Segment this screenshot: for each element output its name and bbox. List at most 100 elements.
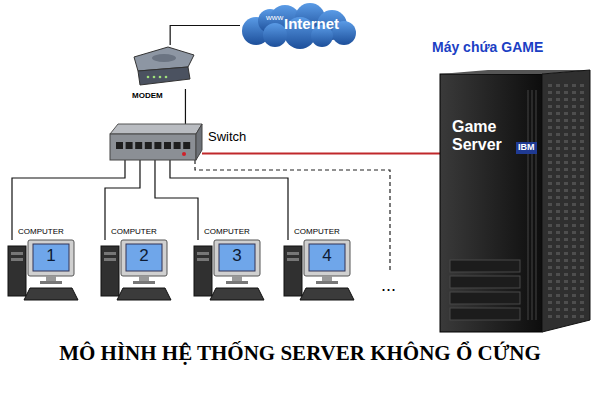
- client-computer: COMPUTER4: [282, 240, 354, 302]
- server-vent: [548, 210, 552, 213]
- server-slot: [532, 90, 533, 320]
- server-vent: [580, 189, 584, 192]
- modem-panel: [152, 54, 176, 62]
- server-vent: [580, 112, 584, 115]
- server-vent: [556, 196, 560, 199]
- server-vent: [548, 98, 552, 101]
- server-front: [440, 74, 542, 332]
- server-vent: [548, 112, 552, 115]
- diagram-title: MÔ HÌNH HỆ THỐNG SERVER KHÔNG Ổ CỨNG: [0, 342, 600, 365]
- server-vent: [564, 126, 568, 129]
- server-vent: [548, 203, 552, 206]
- server-vent: [572, 287, 576, 290]
- server-vent: [572, 175, 576, 178]
- switch-top: [110, 124, 202, 134]
- server-vent: [572, 245, 576, 248]
- drive-bay: [450, 276, 520, 288]
- server-vent: [572, 189, 576, 192]
- server-vent: [572, 161, 576, 164]
- server-vent: [564, 266, 568, 269]
- server-vent: [580, 182, 584, 185]
- cloud-puff: [263, 23, 287, 47]
- server-vent: [572, 273, 576, 276]
- server-vent: [580, 161, 584, 164]
- keyboard: [210, 288, 264, 300]
- server-vent: [548, 161, 552, 164]
- pc-drive: [104, 258, 116, 261]
- server-vent: [580, 245, 584, 248]
- monitor-base: [40, 281, 62, 284]
- server-vent: [548, 308, 552, 311]
- server-vent: [580, 154, 584, 157]
- server-vent: [580, 168, 584, 171]
- pc-tower: [8, 246, 26, 296]
- computer-number: 4: [309, 247, 345, 266]
- server-vent: [580, 294, 584, 297]
- server-vent: [556, 119, 560, 122]
- monitor-screen: [33, 244, 69, 271]
- server-vent: [564, 98, 568, 101]
- server-vent: [556, 182, 560, 185]
- server-vent: [572, 224, 576, 227]
- modem-light: [165, 76, 168, 79]
- monitor-screen: [309, 244, 345, 271]
- server-vent: [564, 182, 568, 185]
- server-vent: [548, 182, 552, 185]
- keyboard: [117, 288, 171, 300]
- server-heading: Máy chứa GAME: [432, 40, 543, 55]
- node-outline: [110, 124, 202, 160]
- server-vent: [572, 112, 576, 115]
- drive-bay: [450, 260, 520, 272]
- switch-side: [196, 124, 202, 160]
- server-vent: [580, 217, 584, 220]
- server-vent: [548, 140, 552, 143]
- server-vent: [548, 91, 552, 94]
- server-vent: [580, 252, 584, 255]
- server-vent: [556, 252, 560, 255]
- server-vent: [548, 168, 552, 171]
- monitor-base: [226, 281, 248, 284]
- network-switch: Switch: [110, 124, 202, 160]
- server-vent: [564, 140, 568, 143]
- server-vent: [580, 119, 584, 122]
- game-server: Máy chứa GAMEGame Server: [440, 70, 590, 332]
- server-vent: [564, 210, 568, 213]
- server-vent: [572, 133, 576, 136]
- pc-tower: [194, 246, 212, 296]
- server-vent: [548, 175, 552, 178]
- server-vent: [580, 301, 584, 304]
- server-vent: [564, 203, 568, 206]
- server-vent: [564, 308, 568, 311]
- server-vent: [580, 140, 584, 143]
- server-vent: [564, 154, 568, 157]
- server-vent: [556, 168, 560, 171]
- server-vent: [580, 126, 584, 129]
- server-vent: [572, 217, 576, 220]
- connector-group: [12, 26, 440, 241]
- pc-drive: [104, 252, 116, 255]
- server-vent: [564, 119, 568, 122]
- server-vent: [564, 238, 568, 241]
- cloud-tag: www: [266, 14, 283, 23]
- cloud-label: Internet: [284, 16, 339, 33]
- server-vent: [564, 294, 568, 297]
- server-vent: [556, 280, 560, 283]
- server-vent: [580, 84, 584, 87]
- server-vent: [556, 224, 560, 227]
- server-vent: [580, 224, 584, 227]
- server-cable: [202, 153, 440, 155]
- server-vent: [572, 308, 576, 311]
- server-vent: [556, 245, 560, 248]
- node-outline: [99, 240, 171, 302]
- pc-drive: [287, 258, 299, 261]
- network-cable: [170, 160, 288, 240]
- server-vent: [580, 210, 584, 213]
- server-vent: [564, 273, 568, 276]
- switch-port: [135, 142, 142, 149]
- pc-drive: [197, 252, 209, 255]
- computer-number: 1: [33, 247, 69, 266]
- server-vent: [556, 140, 560, 143]
- server-vent: [580, 175, 584, 178]
- switch-port: [154, 142, 161, 149]
- server-vent: [548, 84, 552, 87]
